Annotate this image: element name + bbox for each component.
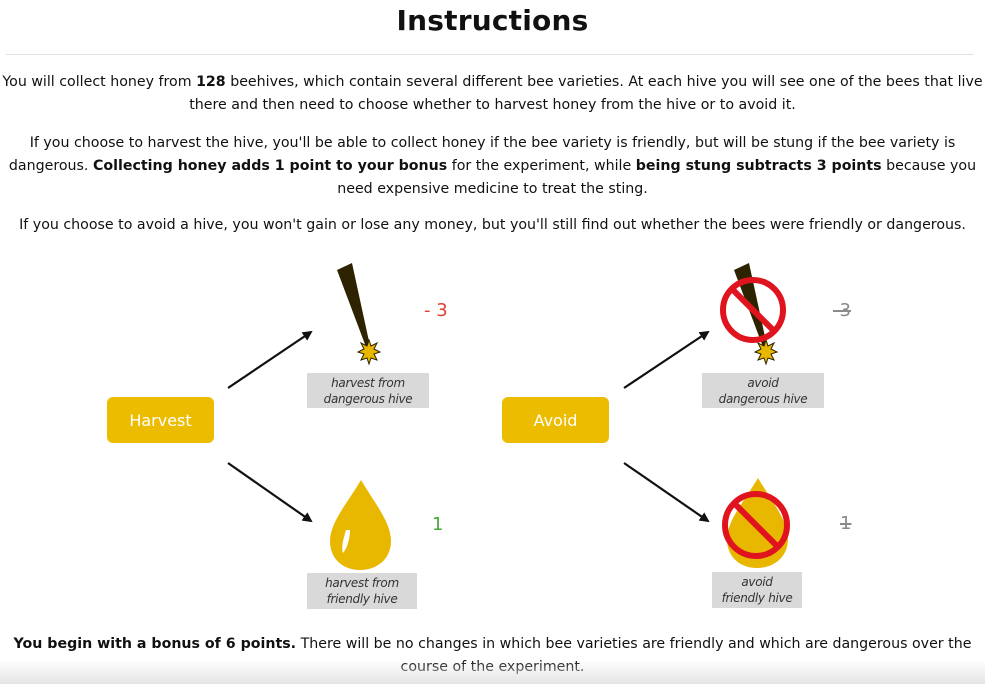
avoid-friendly-caption: avoid friendly hive <box>712 572 802 608</box>
harvest-text-1: If you choose to harvest the hive, you'l… <box>8 135 956 174</box>
prohibited-icon-friendly <box>722 491 790 559</box>
caption-line: friendly hive <box>721 591 793 605</box>
sting-penalty-text: being stung subtracts 3 points <box>635 158 882 174</box>
harvest-dangerous-score: - 3 <box>424 300 448 321</box>
consistency-text: There will be no changes in which bee va… <box>296 636 972 675</box>
starting-bonus-text: You begin with a bonus of 6 points. <box>13 636 297 652</box>
harvest-rules-paragraph: If you choose to harvest the hive, you'l… <box>0 132 985 201</box>
honey-drop-icon <box>330 480 391 570</box>
prohibited-icon-dangerous <box>720 277 786 343</box>
caption-line: avoid <box>741 575 773 589</box>
arrow-icon-avoid-friendly <box>623 462 710 523</box>
avoid-dangerous-score: -3 <box>833 300 851 321</box>
harvest-text-3: because you need expensive medicine to t… <box>337 158 977 197</box>
caption-line: friendly hive <box>326 592 398 606</box>
arrow-icon-harvest-friendly <box>227 462 313 523</box>
harvest-friendly-caption: harvest from friendly hive <box>307 573 417 609</box>
intro-text-2: beehives, which contain several differen… <box>189 74 983 113</box>
stinger-icon <box>337 263 382 366</box>
avoid-friendly-score: 1 <box>840 513 852 534</box>
caption-line: harvest from <box>331 375 405 390</box>
harvest-friendly-score: 1 <box>432 514 444 535</box>
caption-line: dangerous hive <box>718 391 808 406</box>
caption-line: dangerous hive <box>323 391 413 406</box>
arrow-icon-avoid-dangerous <box>623 330 710 389</box>
page-title: Instructions <box>396 4 589 37</box>
starting-bonus-paragraph: You begin with a bonus of 6 points. Ther… <box>0 633 985 679</box>
intro-paragraph: You will collect honey from 128 beehives… <box>0 71 985 117</box>
avoid-button: Avoid <box>502 397 609 443</box>
harvest-button: Harvest <box>107 397 214 443</box>
caption-line: harvest from <box>325 576 399 590</box>
avoid-rules-paragraph: If you choose to avoid a hive, you won't… <box>0 214 985 237</box>
harvest-text-2: for the experiment, while <box>447 158 636 174</box>
hive-count: 128 <box>196 74 226 90</box>
title-divider <box>6 54 974 55</box>
caption-line: avoid <box>747 375 779 390</box>
avoid-text: If you choose to avoid a hive, you won't… <box>19 217 966 233</box>
arrow-icon-harvest-dangerous <box>227 330 313 389</box>
honey-reward-text: Collecting honey adds 1 point to your bo… <box>92 158 448 174</box>
intro-text-1: You will collect honey from <box>2 74 197 90</box>
